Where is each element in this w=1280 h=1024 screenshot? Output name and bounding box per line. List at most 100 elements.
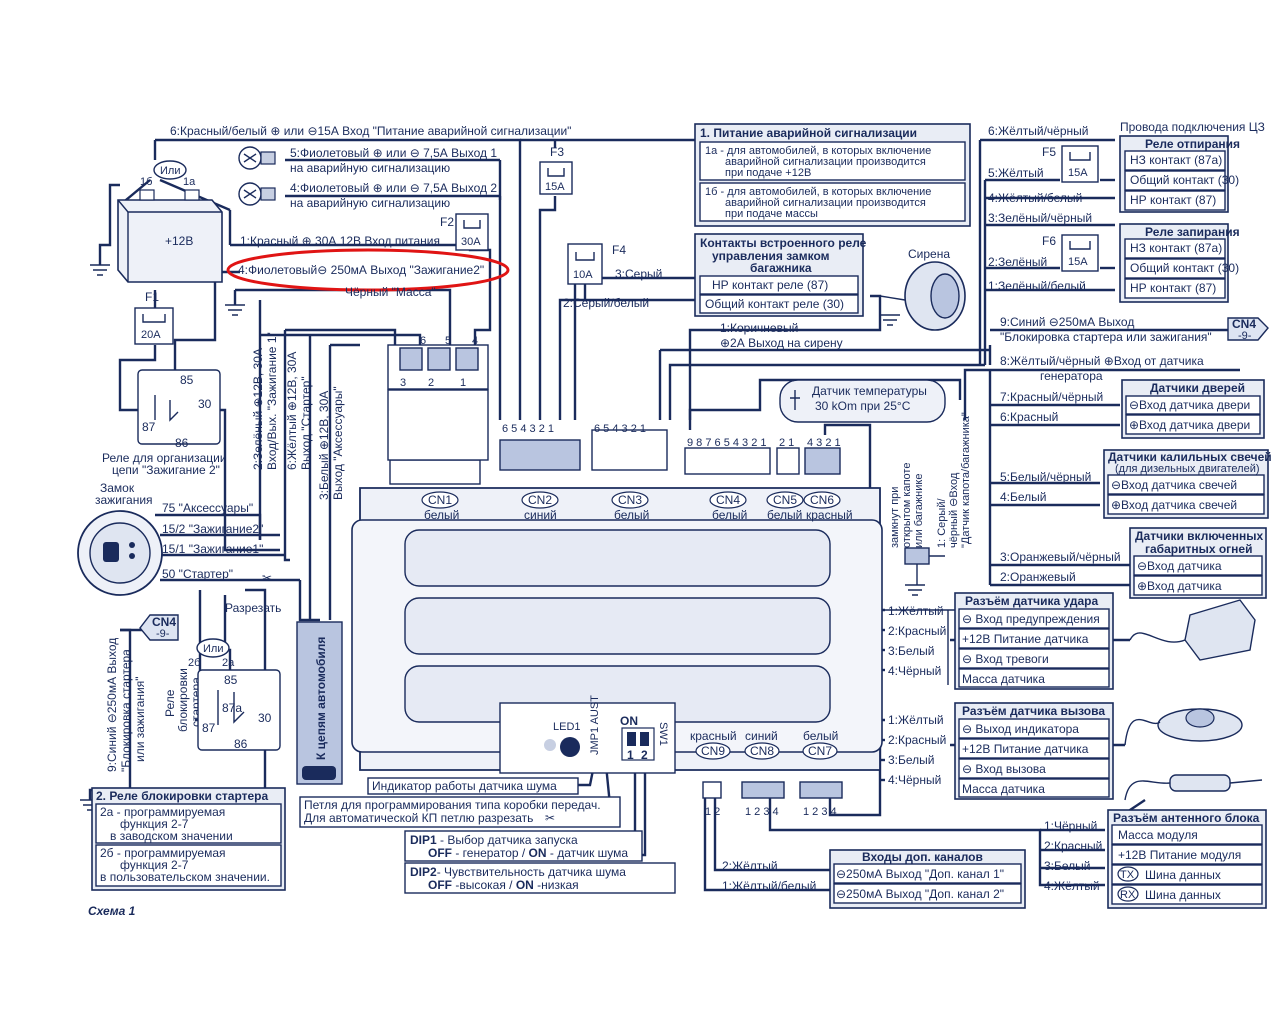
svg-text:Входы доп. каналов: Входы доп. каналов — [862, 850, 983, 864]
trunk-row1: НР контакт реле (87) — [712, 278, 828, 292]
siren-label: Сирена — [908, 247, 950, 261]
svg-text:DIP2- Чувствительность датчика: DIP2- Чувствительность датчика шума — [410, 865, 626, 879]
svg-text:⊖Вход датчика двери: ⊖Вход датчика двери — [1129, 398, 1250, 412]
svg-text:1б - для автомобилей, в которы: 1б - для автомобилей, в которых включени… — [705, 186, 931, 198]
trunk-w3: 3:Серый — [615, 267, 662, 281]
loop-line2: Для автоматической КП петлю разрезать — [304, 811, 533, 825]
svg-text:Масса датчика: Масса датчика — [962, 672, 1045, 686]
cn1-label: CN1 белый — [421, 491, 459, 522]
svg-text:Контакты встроенного реле: Контакты встроенного реле — [700, 236, 867, 250]
svg-text:Вход/Вых. "Зажигание 1": Вход/Вых. "Зажигание 1" — [265, 332, 279, 470]
led-panel: LED1 JMP1 AUST ON 1 2 SW1 — [499, 695, 676, 774]
right-w4: 4:Белый — [1000, 490, 1047, 504]
svg-text:Реле отпирания: Реле отпирания — [1145, 137, 1240, 151]
svg-text:Шина данных: Шина данных — [1145, 888, 1221, 902]
svg-text:CN7: CN7 — [808, 744, 832, 758]
svg-text:чёрный ⊖Вход: чёрный ⊖Вход — [948, 472, 960, 548]
fuse-f1-rating: 20A — [141, 329, 161, 341]
svg-text:CN3: CN3 — [618, 493, 642, 507]
siren-icon — [879, 261, 966, 331]
hazard-power-box: 1. Питание аварийной сигнализации 1а - д… — [694, 123, 971, 227]
svg-text:85: 85 — [180, 373, 194, 387]
svg-text:F6: F6 — [1042, 234, 1056, 248]
right-w9a: 9:Синий ⊖250мА Выход — [1000, 315, 1134, 329]
or-bubble-left — [196, 638, 230, 658]
svg-text:2: 2 — [641, 748, 648, 762]
svg-text:открытом капоте: открытом капоте — [901, 463, 913, 548]
svg-text:30 kOm при 25°С: 30 kOm при 25°С — [815, 399, 911, 413]
trunk-row2: Общий контакт реле (30) — [705, 297, 844, 311]
svg-text:CN2: CN2 — [528, 493, 552, 507]
hood-switch-icon — [904, 547, 945, 585]
svg-text:Датчики калильных свечей: Датчики калильных свечей — [1108, 450, 1272, 464]
cn4-label: CN4 белый — [709, 491, 747, 522]
lock-k75: 75 "Аксессуары" — [162, 501, 253, 515]
svg-text:белый: белый — [614, 508, 649, 522]
svg-text:87а: 87а — [222, 701, 242, 715]
label-1b: 1б — [140, 176, 152, 188]
svg-text:4 3 2 1: 4 3 2 1 — [807, 437, 841, 449]
svg-text:30: 30 — [258, 711, 272, 725]
svg-text:замкнут при: замкнут при — [889, 487, 901, 548]
svg-text:CN9: CN9 — [701, 744, 725, 758]
lock-k152: 15/2 "Зажигание2" — [162, 522, 263, 536]
antenna-w1: 1:Чёрный — [1044, 819, 1097, 833]
call-sensor-icon — [1124, 708, 1243, 746]
svg-text:синий: синий — [524, 508, 557, 522]
svg-text:1: 1 — [460, 377, 466, 389]
cz-w3: 3:Зелёный/чёрный — [988, 211, 1092, 225]
starter-relay-text: Реле блокировки стартера — [163, 668, 203, 732]
svg-text:2 1: 2 1 — [779, 437, 794, 449]
svg-text:OFF - генератор / ON - датчик: OFF - генератор / ON - датчик шума — [428, 846, 628, 860]
cn4-tag-right: CN4 -9- — [1227, 317, 1269, 342]
svg-text:3: 3 — [400, 377, 406, 389]
fuse-f6: F6 15A — [1042, 234, 1099, 272]
svg-text:5: 5 — [445, 335, 451, 347]
fuse-f5-rating: 15A — [1068, 167, 1088, 179]
label-or-left: Или — [203, 643, 223, 655]
ignition2-relay: 85 87 86 30 — [137, 369, 221, 450]
antenna-w3: 3:Белый — [1044, 859, 1091, 873]
label-or-top: Или — [160, 165, 180, 177]
shock-w4: 4:Чёрный — [888, 664, 941, 678]
svg-text:F4: F4 — [612, 243, 626, 257]
svg-text:+12В Питание модуля: +12В Питание модуля — [1118, 848, 1241, 862]
svg-text:87: 87 — [142, 420, 156, 434]
door-sensors-box: Датчики дверей ⊖Вход датчика двери ⊕Вход… — [1121, 379, 1265, 439]
scissors-icon: ✂ — [545, 811, 555, 825]
glow-plug-box: Датчики калильных свечей (для дизельных … — [1103, 449, 1272, 519]
relay2-line2: цепи "Зажигание 2" — [112, 463, 220, 477]
svg-text:CN1: CN1 — [428, 493, 452, 507]
svg-text:6 5 4 3 2 1: 6 5 4 3 2 1 — [502, 423, 554, 435]
svg-text:⊖ Вход предупреждения: ⊖ Вход предупреждения — [962, 612, 1100, 626]
call-w1: 1:Жёлтый — [888, 713, 944, 727]
right-w5: 5:Белый/чёрный — [1000, 470, 1091, 484]
svg-text:CN8: CN8 — [750, 744, 774, 758]
svg-text:Датчики дверей: Датчики дверей — [1150, 381, 1245, 395]
svg-text:управления замком: управления замком — [712, 249, 830, 263]
fuse-f3-rating: 15A — [545, 181, 565, 193]
svg-text:LED1: LED1 — [553, 721, 581, 733]
svg-text:9:Синий ⊖250мА Выход: 9:Синий ⊖250мА Выход — [105, 638, 119, 772]
svg-text:⊖ Вход тревоги: ⊖ Вход тревоги — [962, 652, 1049, 666]
label-w4b: на аварийную сигнализацию — [290, 196, 450, 210]
lock-label2: зажигания — [95, 493, 153, 507]
cn3-label: CN3 белый — [611, 491, 649, 522]
shock-w3: 3:Белый — [888, 644, 935, 658]
led-caption: Индикатор работы датчика шума — [372, 779, 557, 793]
svg-text:CN4: CN4 — [716, 493, 740, 507]
cz-w6: 6:Жёлтый/чёрный — [988, 124, 1088, 138]
svg-text:1 2 3 4: 1 2 3 4 — [745, 806, 779, 818]
svg-text:1: Серый/: 1: Серый/ — [936, 498, 948, 548]
svg-text:Разъём датчика удара: Разъём датчика удара — [965, 594, 1098, 608]
svg-text:4: 4 — [472, 335, 478, 347]
svg-text:JMP1 AUST: JMP1 AUST — [589, 695, 601, 755]
svg-text:2а - программируемая: 2а - программируемая — [100, 805, 225, 819]
label-2a: 2а — [222, 657, 235, 669]
bulb-icon — [238, 146, 276, 170]
svg-text:1 2: 1 2 — [705, 806, 720, 818]
v3-text: 3:Белый ⊕12В, 30А Выход "Аксессуары" — [317, 386, 345, 500]
label-w5b: на аварийную сигнализацию — [290, 161, 450, 175]
fuse-f1: F1 20A — [134, 290, 174, 345]
